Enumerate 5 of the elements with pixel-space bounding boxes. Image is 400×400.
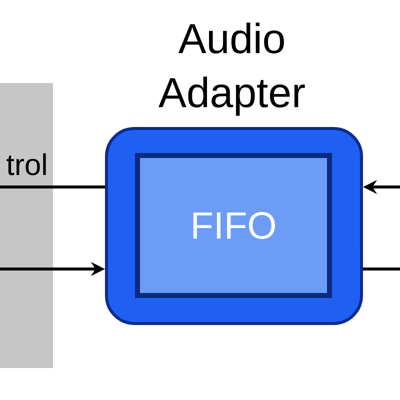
connector-line	[363, 268, 400, 270]
connector-line	[0, 186, 105, 188]
box-title: Audio Adapter	[158, 22, 305, 116]
fifo-box: FIFO	[135, 153, 332, 298]
side-panel: trol	[0, 83, 53, 368]
